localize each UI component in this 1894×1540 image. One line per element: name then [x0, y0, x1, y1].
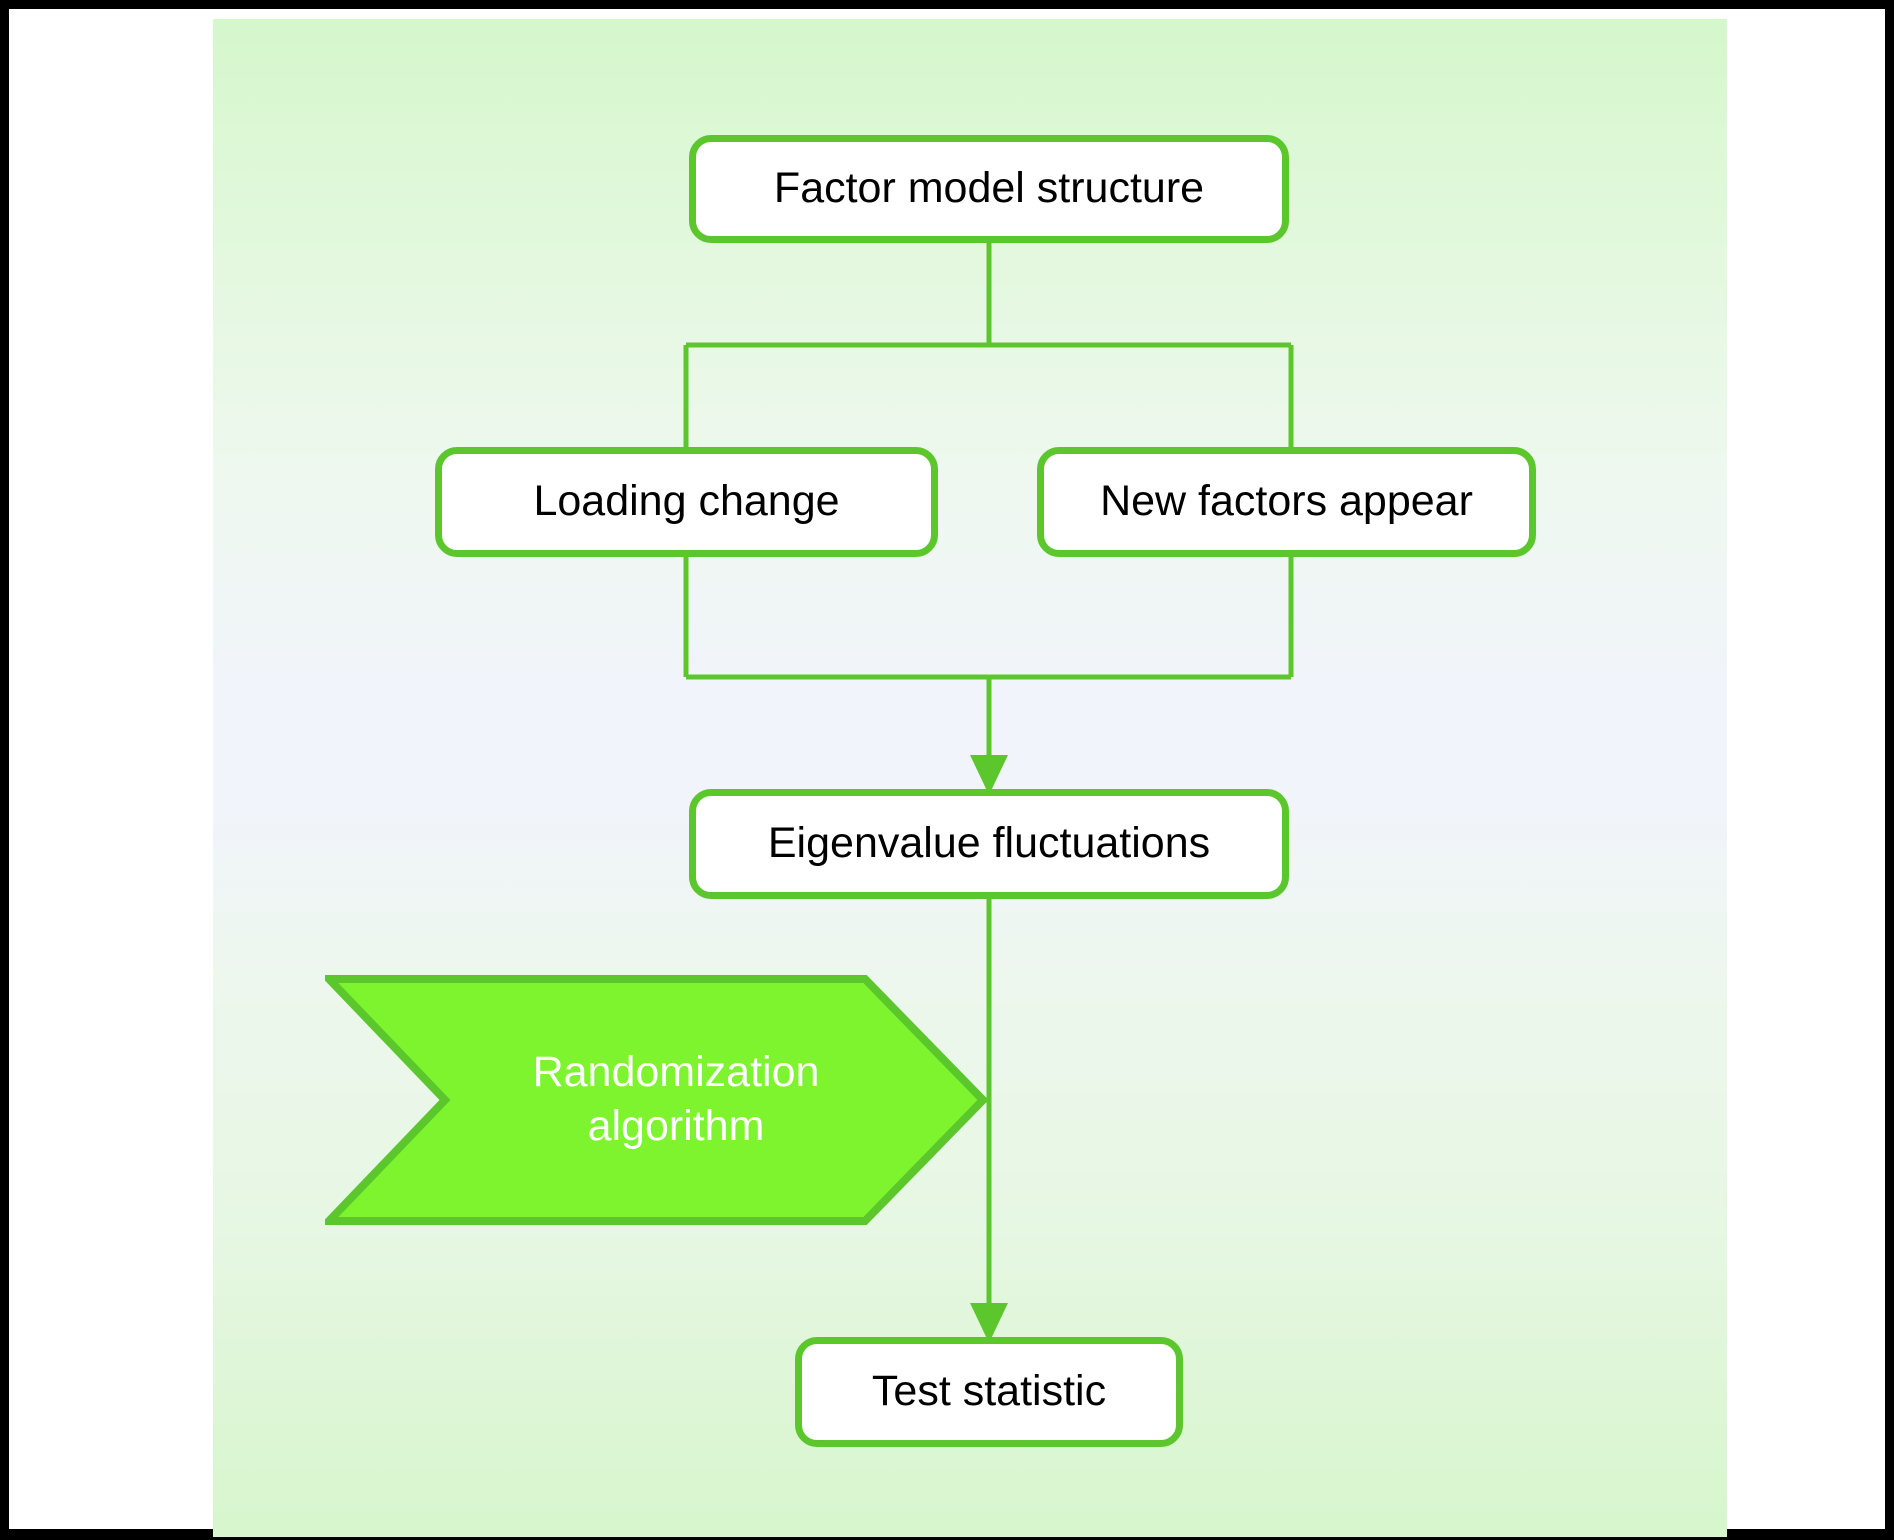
node-factor-model-structure-label: Factor model structure	[773, 164, 1205, 213]
node-loading-change[interactable]: Loading change	[435, 447, 938, 557]
node-test-statistic-label: Test statistic	[871, 1367, 1107, 1416]
node-factor-model-structure[interactable]: Factor model structure	[689, 135, 1289, 243]
node-randomization-algorithm[interactable]: Randomization algorithm	[325, 975, 987, 1225]
node-eigenvalue-fluctuations[interactable]: Eigenvalue fluctuations	[689, 789, 1289, 899]
node-eigenvalue-fluctuations-label: Eigenvalue fluctuations	[767, 819, 1211, 868]
node-new-factors-appear[interactable]: New factors appear	[1037, 447, 1536, 557]
node-test-statistic[interactable]: Test statistic	[795, 1337, 1183, 1447]
node-loading-change-label: Loading change	[533, 477, 840, 526]
connector-layer	[683, 243, 1294, 1343]
chevron-arrow-icon	[325, 975, 987, 1225]
diagram-panel: Factor model structure Loading change Ne…	[213, 19, 1727, 1537]
node-randomization-algorithm-label-line1: Randomization	[532, 1048, 820, 1097]
node-randomization-algorithm-label-line2: algorithm	[587, 1102, 765, 1150]
node-randomization-algorithm-label: Randomization algorithm	[325, 975, 987, 1225]
node-new-factors-appear-label: New factors appear	[1100, 477, 1473, 526]
